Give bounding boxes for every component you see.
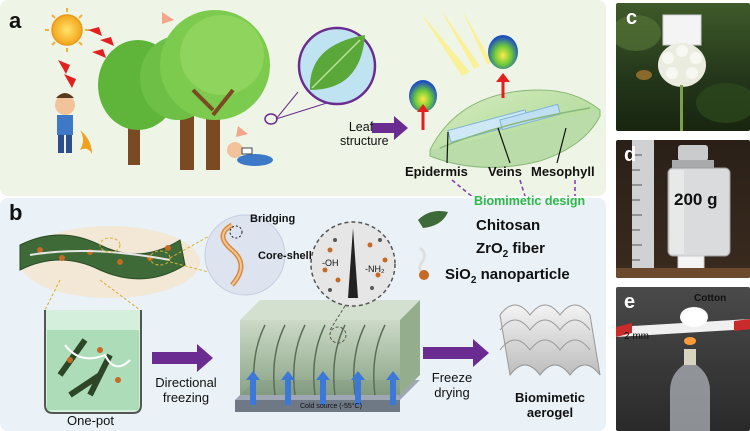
leaf-structure-arrow	[372, 116, 408, 140]
steel-ruler	[632, 140, 654, 278]
clamp-icon	[616, 319, 750, 337]
photo-panel-e: Cotton 2 mm e	[616, 287, 750, 431]
nh2-group-label: -NH₂	[365, 264, 385, 274]
aerogel-sheet	[616, 319, 750, 337]
alcohol-lamp	[670, 361, 710, 431]
freeze-line1: Freeze	[431, 370, 473, 385]
panel-label-e: e	[624, 291, 636, 313]
sio2-particle-icon	[419, 270, 429, 280]
beaker-icon	[44, 310, 142, 414]
one-pot-label: One-pot	[67, 413, 114, 428]
aerogel-line2: aerogel	[526, 405, 574, 420]
leaf-3d-model	[429, 89, 601, 168]
aerogel-sample	[677, 255, 705, 270]
panel-b-illustration	[19, 211, 601, 414]
thermal-flame-left-icon	[409, 80, 437, 130]
panel-label-b: b	[9, 200, 23, 225]
child-reading-icon	[227, 142, 273, 166]
cotton-ball	[680, 307, 708, 327]
cotton-label: Cotton	[694, 293, 727, 304]
fiber-composite-strip	[19, 226, 200, 298]
panel-label-c: c	[626, 7, 638, 29]
aerogel-cube	[662, 14, 702, 46]
cold-source-label: Cold source (-55°C)	[300, 403, 362, 410]
leaf-zoom-circle	[297, 26, 377, 106]
weight-knob	[678, 145, 708, 161]
directional-freezing-arrow	[152, 344, 213, 372]
freeze-drying-label: Freeze drying	[430, 370, 474, 400]
directional-line1: Directional	[155, 375, 217, 390]
biomimetic-aerogel	[499, 304, 601, 377]
oh-group-label: -OH	[322, 258, 339, 268]
molecular-zoom-circle	[310, 221, 396, 307]
directional-line2: freezing	[162, 390, 210, 405]
zro2-fiber-label: ZrO2 fiber	[476, 240, 545, 260]
thickness-label: 2 mm	[624, 331, 649, 342]
thermal-flame-right-icon	[488, 35, 518, 98]
epidermis-label: Epidermis	[405, 164, 468, 179]
sio2-nanoparticle-label: SiO2 nanoparticle	[445, 266, 570, 286]
sio2-subscript: 2	[470, 275, 477, 286]
core-shell-label: Core-shell	[258, 250, 312, 262]
sio2-text: SiO	[445, 266, 471, 283]
aerogel-line1: Biomimetic	[514, 390, 586, 405]
biomimetic-aerogel-label: Biomimetic aerogel	[510, 390, 590, 420]
flame-icon	[684, 337, 696, 345]
photo-e-scene	[616, 307, 750, 431]
biomimetic-design-label: Biomimetic design	[474, 194, 586, 208]
bridging-label: Bridging	[250, 213, 296, 225]
chitosan-label: Chitosan	[476, 217, 541, 234]
panel-label-a: a	[9, 8, 22, 33]
light-rays	[420, 8, 492, 76]
photo-d-scene	[616, 140, 750, 278]
zro2-text: ZrO	[476, 240, 503, 257]
trees-icon	[98, 10, 270, 170]
sio2-rest: nanoparticle	[476, 266, 570, 283]
sun-icon	[45, 8, 89, 52]
panel-a-illustration	[45, 8, 601, 196]
freeze-line2: drying	[434, 385, 470, 400]
leaf-structure-line1: Leaf	[348, 120, 374, 134]
child-hot-icon	[55, 93, 92, 154]
core-shell-zoom-circle	[204, 214, 286, 296]
leaf-structure-label: Leaf structure	[340, 120, 389, 148]
chitosan-sheet-icon	[418, 211, 448, 228]
leaf-structure-line2: structure	[340, 134, 389, 148]
veins-label: Veins	[488, 164, 522, 179]
photo-panel-c: c	[616, 3, 750, 131]
photo-panel-d: 200 g d	[616, 140, 750, 278]
zro2-subscript: 2	[502, 249, 509, 260]
bee-icon	[636, 70, 652, 80]
weight-label: 200 g	[674, 190, 718, 209]
zro2-rest: fiber	[508, 240, 545, 257]
photo-c-scene	[616, 14, 750, 131]
freeze-drying-arrow	[423, 339, 489, 367]
directional-freezing-label: Directional freezing	[152, 375, 220, 405]
panel-label-d: d	[624, 144, 637, 166]
freezing-mold	[235, 300, 420, 412]
mesophyll-label: Mesophyll	[531, 164, 595, 179]
